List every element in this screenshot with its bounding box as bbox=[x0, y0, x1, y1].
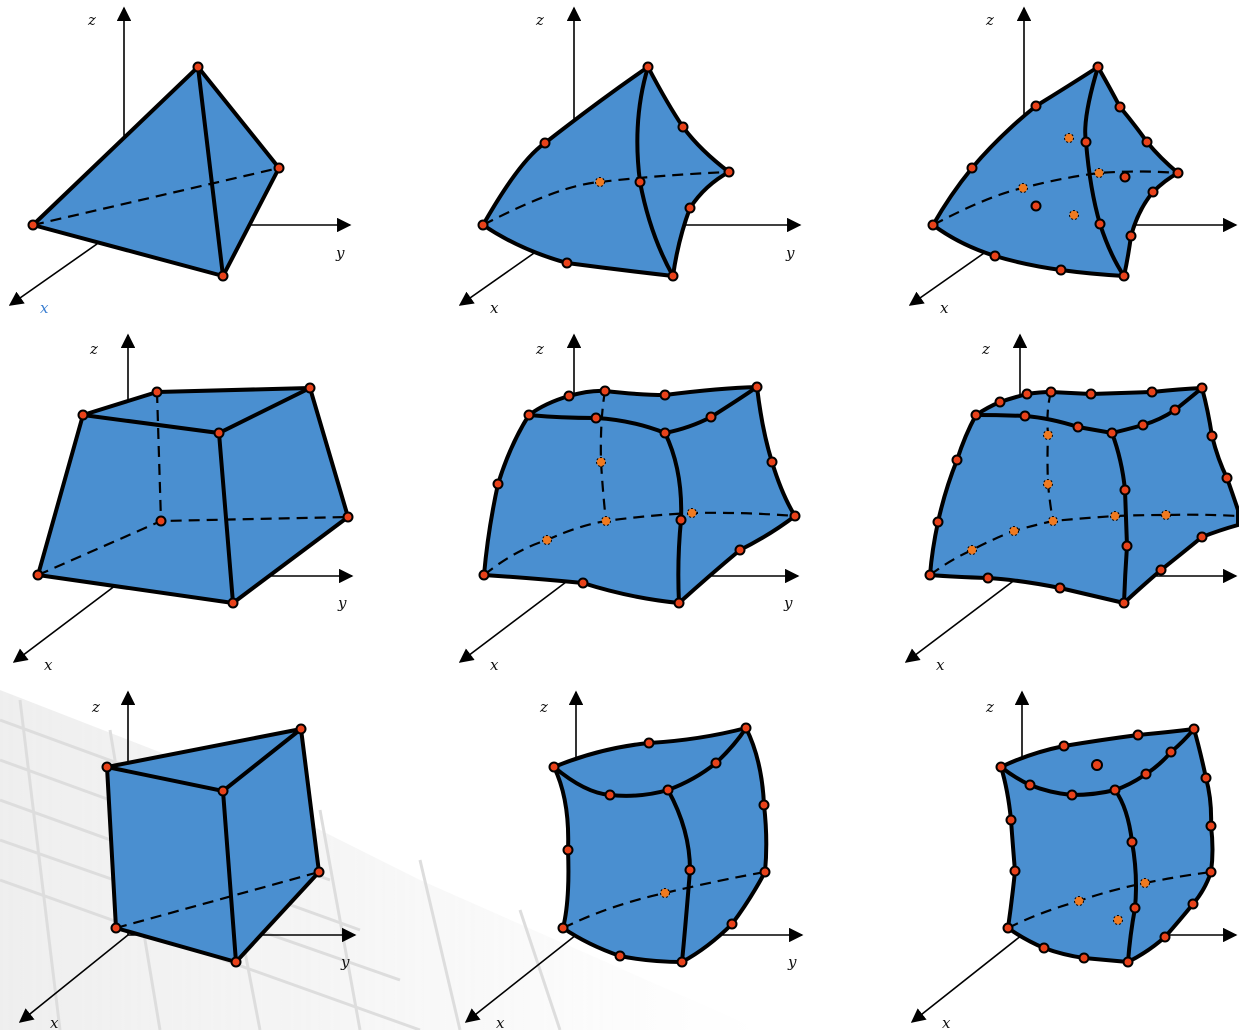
axis-label-z: z bbox=[91, 698, 100, 716]
axis-label-z: z bbox=[539, 698, 548, 716]
tetrahedron-linear: z y x bbox=[8, 6, 352, 317]
nodes bbox=[995, 723, 1217, 968]
nodes bbox=[27, 61, 285, 282]
axis-label-z: z bbox=[89, 340, 98, 358]
axis-label-y: y bbox=[340, 953, 350, 971]
axis-label-y: y bbox=[337, 594, 347, 612]
axis-label-z: z bbox=[985, 11, 994, 29]
axis-label-z: z bbox=[985, 698, 994, 716]
wedge-cubic: z x bbox=[910, 690, 1238, 1030]
nodes bbox=[927, 61, 1184, 282]
nodes bbox=[477, 61, 735, 282]
tetrahedron-cubic: z x bbox=[908, 6, 1238, 317]
axis-label-x: x bbox=[50, 1014, 59, 1030]
wedge-linear: z y x bbox=[18, 690, 357, 1030]
nodes bbox=[101, 723, 325, 968]
axis-label-z: z bbox=[87, 11, 96, 29]
hexahedron-quadratic: z y x bbox=[458, 333, 801, 674]
axis-label-y: y bbox=[335, 244, 345, 262]
axis-label-x: x bbox=[44, 656, 53, 674]
nodes bbox=[924, 382, 1233, 609]
axis-label-y: y bbox=[785, 244, 795, 262]
axis-label-x: x bbox=[40, 299, 49, 317]
axis-label-x: x bbox=[940, 299, 949, 317]
wedge-quadratic: z y x bbox=[464, 690, 804, 1030]
nodes bbox=[478, 381, 801, 609]
tetrahedron-quadratic: z y x bbox=[458, 6, 802, 317]
axis-label-z: z bbox=[535, 11, 544, 29]
axis-label-z: z bbox=[535, 340, 544, 358]
axis-label-x: x bbox=[490, 299, 499, 317]
hexahedron-linear: z y x bbox=[12, 333, 354, 674]
axis-label-x: x bbox=[490, 656, 499, 674]
axis-label-x: x bbox=[936, 656, 945, 674]
hexahedron-cubic: z x bbox=[904, 333, 1239, 674]
axis-label-x: x bbox=[496, 1014, 505, 1030]
axis-label-z: z bbox=[981, 340, 990, 358]
nodes bbox=[548, 722, 771, 968]
axis-label-y: y bbox=[783, 594, 793, 612]
axis-label-x: x bbox=[942, 1014, 951, 1030]
axis-label-y: y bbox=[787, 953, 797, 971]
nodes bbox=[32, 382, 354, 609]
